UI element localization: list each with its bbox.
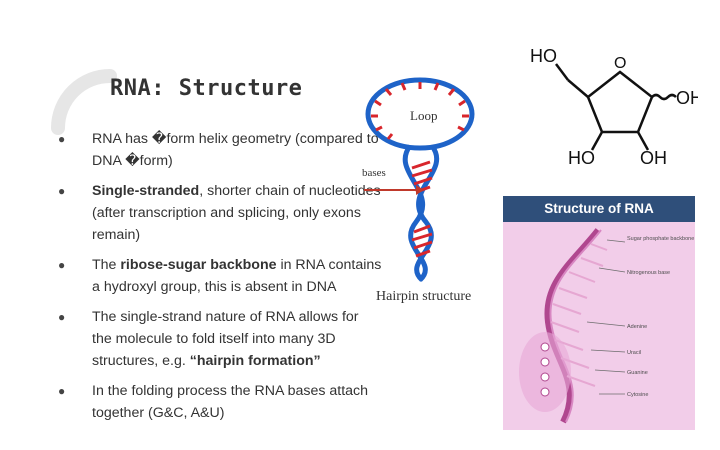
- bullet-item: ● Single-stranded, shorter chain of nucle…: [52, 180, 382, 246]
- ribose-structure: HO OH HO OH O: [530, 46, 698, 167]
- bullet-list: ● RNA has �form helix geometry (compared …: [52, 128, 382, 432]
- loop-label: Loop: [410, 108, 437, 123]
- ribose-ho-bottom: HO: [568, 148, 595, 167]
- bullet-dot: ●: [58, 310, 66, 324]
- bullet-dot: ●: [58, 384, 66, 398]
- bullet-item: ● The ribose-sugar backbone in RNA contai…: [52, 254, 382, 298]
- bases-label: bases: [362, 167, 386, 179]
- bullet-text: The ribose-sugar backbone in RNA contain…: [92, 257, 382, 295]
- bullet-dot: ●: [58, 258, 66, 272]
- bullet-text: Single-stranded, shorter chain of nucleo…: [92, 183, 381, 243]
- hairpin-diagram: Loop bases Hairpin structure: [362, 77, 475, 304]
- rna-diagram-header: Structure of RNA: [503, 196, 695, 222]
- label-guanine: Guanine: [627, 370, 648, 376]
- bullet-text: In the folding process the RNA bases att…: [92, 383, 369, 421]
- label-uracil: Uracil: [627, 350, 641, 356]
- bullet-item: ● The single-strand nature of RNA allows …: [52, 306, 382, 372]
- bullet-dot: ●: [58, 184, 66, 198]
- label-sugar-phosphate-backbone: Sugar phosphate backbone: [627, 236, 694, 242]
- hairpin-caption: Hairpin structure: [376, 289, 471, 304]
- bullet-text: RNA has �form helix geometry (compared t…: [92, 131, 379, 169]
- hairpin-stem: [402, 144, 440, 282]
- bullet-item: ● In the folding process the RNA bases at…: [52, 380, 382, 424]
- ribose-oh-bottom: OH: [640, 148, 667, 167]
- arrow-icon: [416, 185, 424, 195]
- bullet-text: The single-strand nature of RNA allows f…: [92, 309, 359, 369]
- ribose-oh-right: OH: [676, 88, 698, 108]
- ribose-ring-oxygen: O: [614, 55, 626, 72]
- label-adenine: Adenine: [627, 324, 647, 330]
- label-cytosine: Cytosine: [627, 392, 648, 398]
- slide-title: RNA: Structure: [110, 76, 303, 101]
- decorative-arc: [51, 69, 117, 135]
- rna-strand-illustration: Sugar phosphate backbone Nitrogenous bas…: [519, 228, 694, 424]
- bullet-item: ● RNA has �form helix geometry (compared …: [52, 128, 382, 172]
- hairpin-loop: [365, 77, 475, 151]
- label-nitrogenous-base: Nitrogenous base: [627, 270, 670, 276]
- bullet-dot: ●: [58, 132, 66, 146]
- rna-structure-diagram: Structure of RNA Sugar phosphate backbon…: [503, 196, 695, 430]
- ribose-ho-top: HO: [530, 46, 557, 66]
